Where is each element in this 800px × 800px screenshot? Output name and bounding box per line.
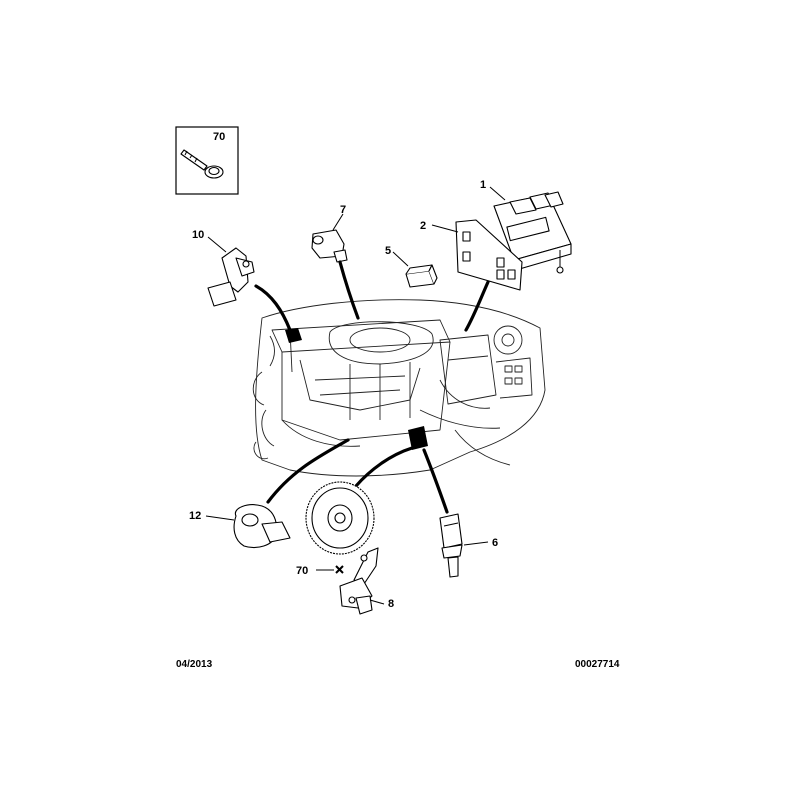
ecu-bracket (455, 219, 523, 291)
label-screw: 70 (296, 565, 308, 577)
label-bracket: 2 (420, 220, 426, 232)
temperature-sensor (439, 513, 463, 578)
ecu-module (493, 191, 572, 274)
screw-marker-icon (335, 565, 344, 574)
inset-screw-box: 70 (175, 126, 239, 195)
leader-wires (254, 260, 490, 514)
relay (405, 264, 438, 288)
label-knock-sensor: 12 (189, 510, 201, 522)
inset-label-70: 70 (213, 131, 225, 143)
label-crank-sensor: 8 (388, 598, 394, 610)
footer-date: 04/2013 (176, 659, 213, 670)
knock-sensor (233, 504, 291, 549)
footer-reference: 00027714 (575, 659, 620, 670)
label-temp-sensor: 6 (492, 537, 498, 549)
engine-assembly (252, 299, 546, 477)
label-pressure-sensor: 7 (340, 204, 346, 216)
pressure-sensor (311, 229, 348, 263)
label-cam-sensor: 10 (192, 229, 204, 241)
engine-connector-left (285, 328, 302, 343)
label-relay: 5 (385, 245, 391, 257)
screw-icon (180, 149, 224, 179)
camshaft-sensor (207, 247, 255, 307)
label-ecu: 1 (480, 179, 486, 191)
flywheel (305, 481, 375, 555)
engine-connector-center (408, 426, 428, 450)
crankshaft-sensor (339, 547, 379, 615)
